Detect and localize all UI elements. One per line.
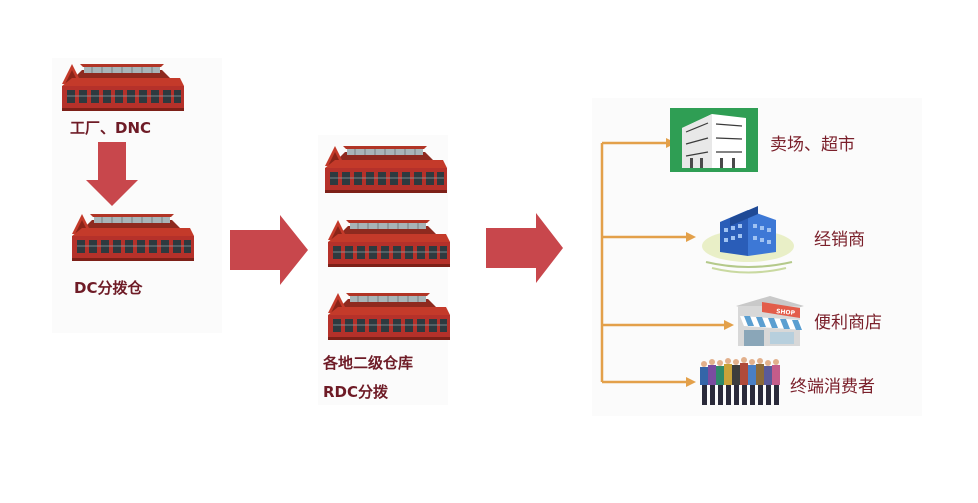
consumer-label: 终端消费者	[790, 377, 875, 397]
regional-warehouse-icon-3	[327, 292, 451, 341]
shop-sign-text: SHOP	[776, 308, 796, 317]
regional-label-line2: RDC分拨	[323, 383, 389, 401]
dc-warehouse-icon	[71, 213, 195, 262]
regional-label-line1: 各地二级仓库	[323, 354, 414, 372]
regional-warehouse-icon-2	[327, 219, 451, 268]
factory-label: 工厂、DNC	[70, 119, 152, 137]
office-building-icon	[702, 206, 794, 274]
dc-label: DC分拨仓	[74, 279, 143, 297]
connector-lines	[600, 138, 734, 387]
right-arrow-icon-2	[486, 213, 563, 283]
supermarket-label: 卖场、超市	[770, 135, 855, 155]
shop-storefront-icon	[736, 296, 804, 346]
people-crowd-icon	[700, 357, 780, 405]
distributor-label: 经销商	[814, 230, 865, 250]
factory-warehouse-icon	[61, 63, 185, 112]
right-arrow-icon-1	[230, 215, 308, 285]
down-arrow-icon	[86, 142, 138, 206]
supermarket-building-icon	[670, 108, 758, 172]
regional-warehouse-icon-1	[324, 145, 448, 194]
convenience-store-label: 便利商店	[814, 313, 882, 333]
